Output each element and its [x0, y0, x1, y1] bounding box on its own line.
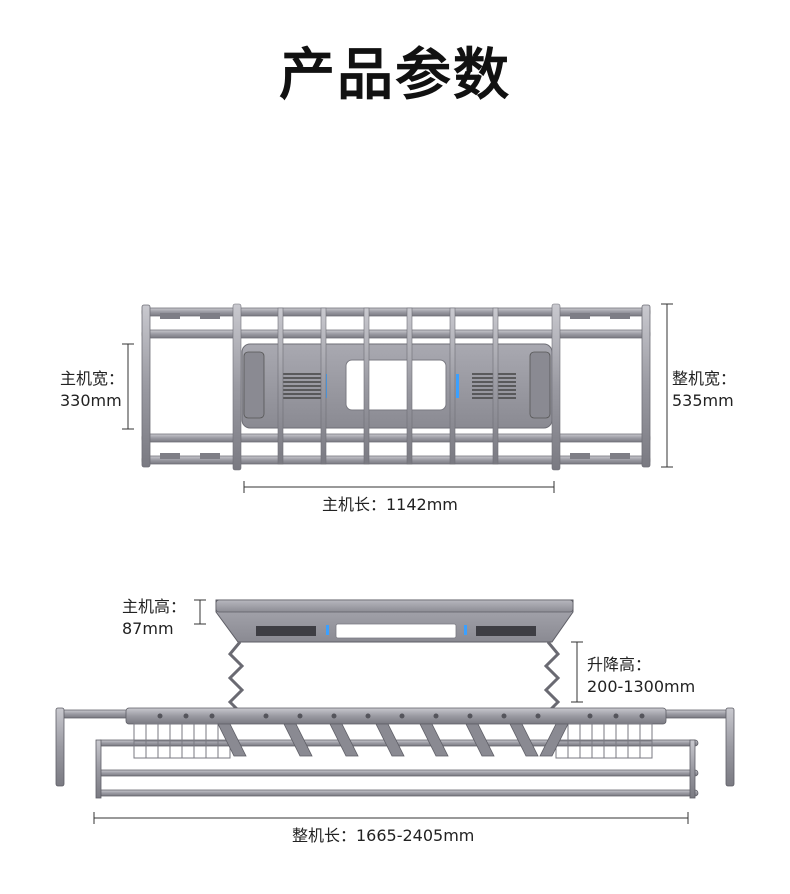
total-width-label: 整机宽：	[672, 369, 737, 388]
side-view	[55, 599, 735, 824]
light-panel-side	[335, 623, 457, 639]
vent-left	[278, 373, 322, 399]
basket-right	[555, 723, 653, 759]
host-height-label: 主机高：	[122, 597, 187, 616]
top-view	[122, 303, 673, 493]
host-width-value: 330mm	[60, 391, 122, 410]
top-view-rails	[141, 304, 651, 468]
lift-arm-right	[543, 641, 561, 714]
lift-arm-left	[227, 641, 245, 714]
host-length-label: 主机长：1142mm	[322, 495, 458, 514]
basket-left	[133, 723, 231, 759]
hanger-clips-side	[217, 723, 569, 757]
total-length-label: 整机长：1665-2405mm	[292, 826, 475, 845]
lift-height-value: 200-1300mm	[587, 677, 696, 696]
frame-side	[55, 707, 735, 799]
page-title: 产品参数	[279, 43, 511, 108]
lift-height-label: 升降高：	[587, 655, 652, 674]
dim-lines-side	[93, 599, 689, 824]
dim-lines-top	[122, 303, 673, 493]
hanger-bars-top	[232, 303, 561, 471]
host-height-value: 87mm	[122, 619, 174, 638]
light-panel-top	[345, 359, 447, 411]
host-width-label: 主机宽：	[60, 369, 125, 388]
indicator-right-icon	[456, 374, 459, 398]
total-width-value: 535mm	[672, 391, 734, 410]
